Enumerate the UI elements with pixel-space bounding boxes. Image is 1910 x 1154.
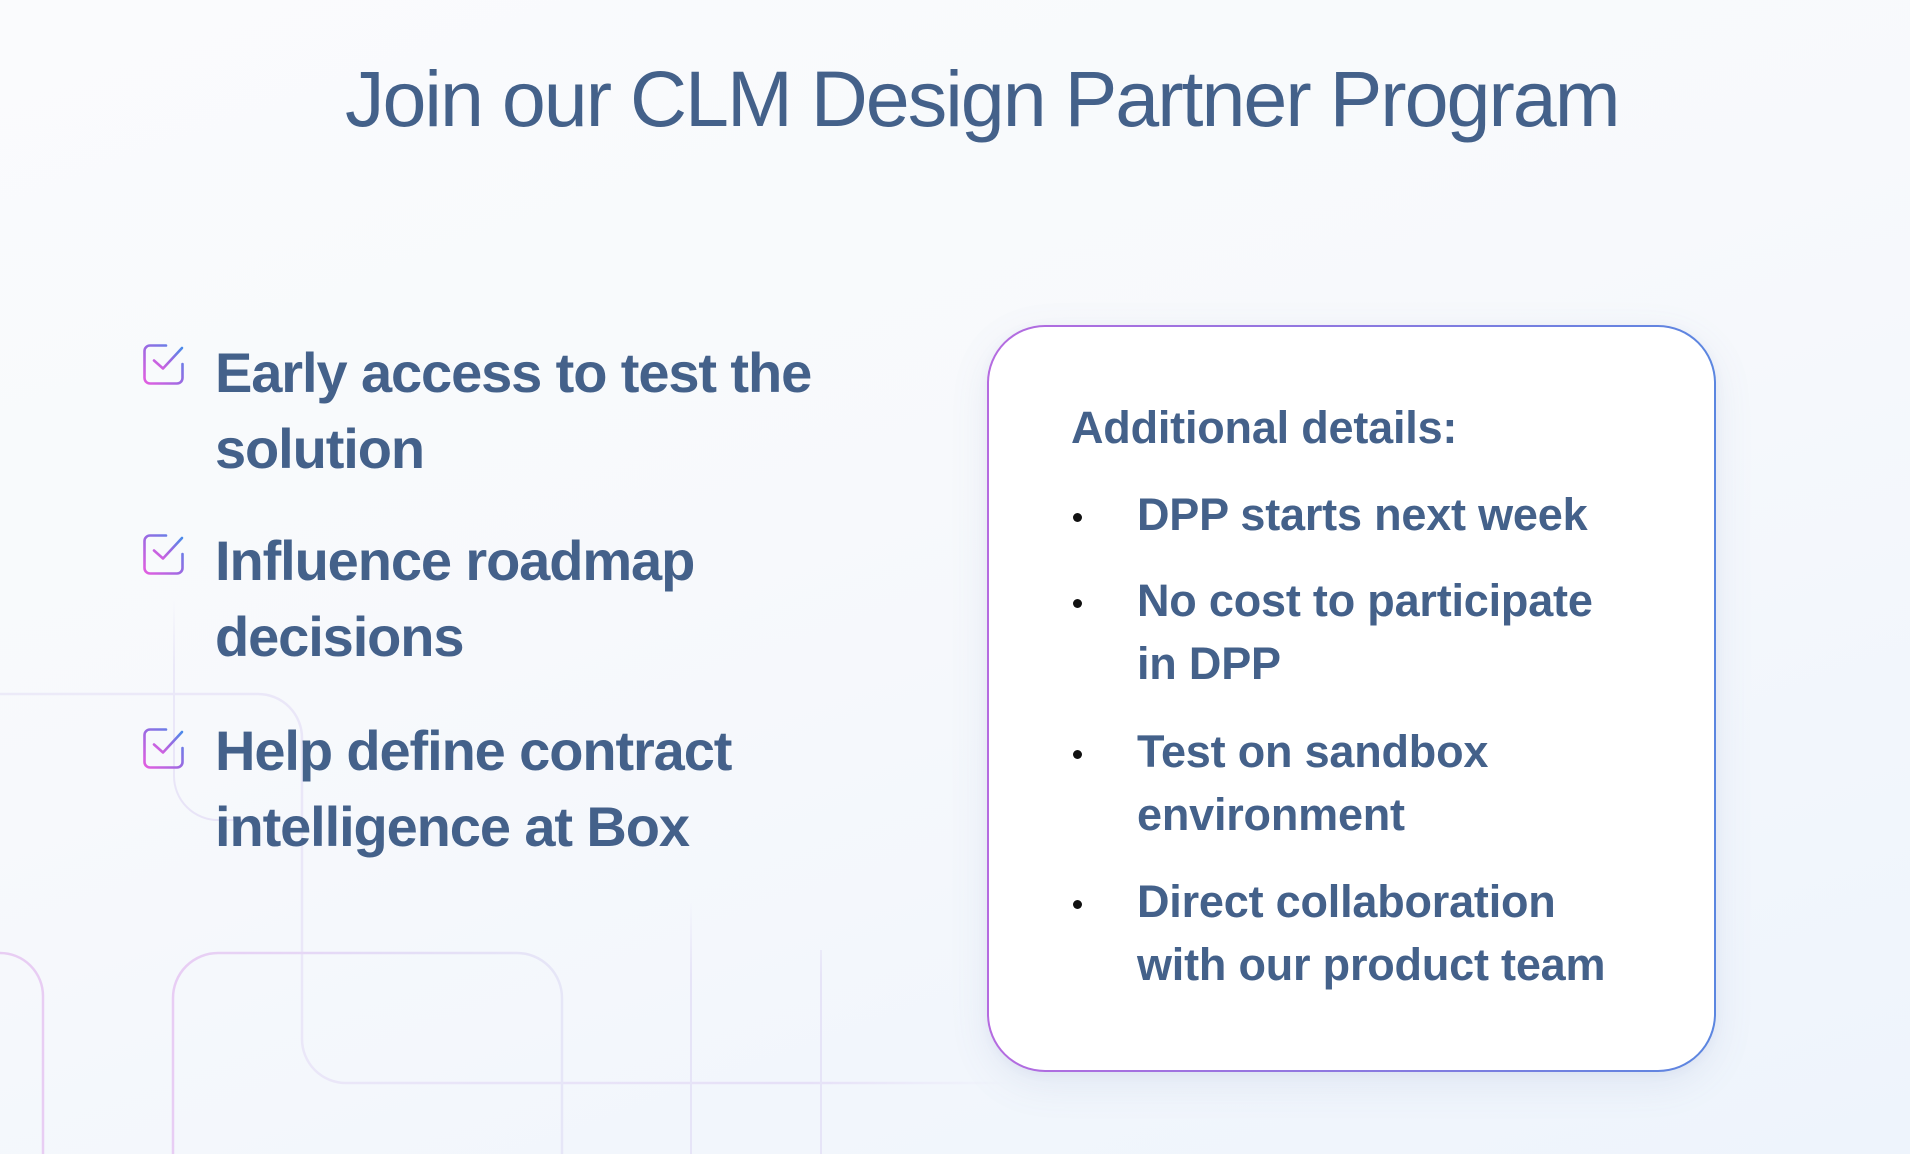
- bullet-dot-icon: [1073, 513, 1082, 522]
- benefit-text-line: decisions: [215, 605, 465, 668]
- bullet-dot-icon: [1073, 599, 1082, 608]
- benefit-text: Influence roadmap decisions: [215, 523, 695, 675]
- decor-shape-left: [0, 951, 45, 1154]
- benefit-text-line: Influence roadmap: [215, 529, 695, 592]
- checkbox-checked-icon: [143, 534, 184, 575]
- bullet-dot-icon: [1073, 900, 1082, 909]
- benefit-text-line: solution: [215, 417, 425, 480]
- detail-text-line: environment: [1137, 789, 1405, 840]
- benefit-text: Early access to test the solution: [215, 335, 812, 487]
- detail-text-line: No cost to participate: [1137, 575, 1593, 626]
- detail-text-line: Test on sandbox: [1137, 726, 1489, 777]
- benefit-text: Help define contract intelligence at Box: [215, 713, 732, 865]
- detail-text-line: DPP starts next week: [1137, 489, 1588, 540]
- page-title: Join our CLM Design Partner Program: [345, 54, 1621, 143]
- benefit-text-line: Early access to test the: [215, 341, 812, 404]
- card-heading: Additional details:: [1071, 402, 1458, 453]
- additional-details-card: Additional details: DPP starts next week…: [987, 325, 1716, 1072]
- benefit-text-line: intelligence at Box: [215, 795, 690, 858]
- detail-text-line: in DPP: [1137, 638, 1281, 689]
- detail-text: DPP starts next week: [1137, 483, 1588, 546]
- detail-text: No cost to participate in DPP: [1137, 569, 1593, 695]
- detail-text: Test on sandbox environment: [1137, 720, 1488, 846]
- detail-text: Direct collaboration with our product te…: [1137, 870, 1606, 996]
- bullet-dot-icon: [1073, 750, 1082, 759]
- card-body: Additional details: DPP starts next week…: [989, 327, 1714, 1070]
- detail-text-line: with our product team: [1137, 939, 1606, 990]
- checkbox-checked-icon: [143, 728, 184, 769]
- checkbox-checked-icon: [143, 344, 184, 385]
- benefit-text-line: Help define contract: [215, 719, 732, 782]
- decor-shape-middle: [171, 951, 564, 1154]
- detail-text-line: Direct collaboration: [1137, 876, 1556, 927]
